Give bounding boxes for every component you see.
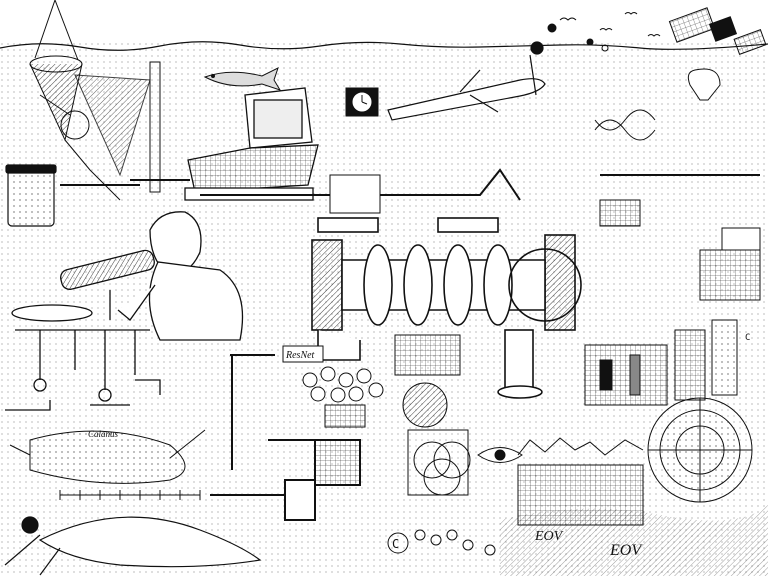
shrimp-icon: [4, 516, 262, 576]
sampling-funnel-icon: [39, 74, 151, 177]
heatmap-panel: [584, 319, 738, 406]
resnet-label: ResNet: [285, 350, 315, 361]
scientist-with-microscope-icon: [60, 211, 244, 341]
eov-label-right: EOV: [609, 542, 643, 559]
resnet-box: ResNet: [282, 345, 324, 363]
seabird-flock-icon: [547, 12, 661, 52]
lower-pipe-network: [210, 354, 361, 521]
lab-rig-icon: [5, 304, 161, 411]
underwater-glider-icon: [387, 41, 546, 121]
symbol-circles: [387, 529, 496, 556]
neural-network-icon: [302, 366, 384, 428]
calanus-copepod-icon: [9, 429, 206, 484]
plankton-net-icon: [29, 0, 121, 201]
circular-dendrogram-icon: [647, 397, 753, 503]
tiny-c-left: C: [392, 537, 399, 551]
ruler-icon: [59, 490, 201, 500]
specimen-jar-icon: [5, 164, 57, 227]
central-machine-icon: [311, 217, 582, 399]
venn-diagram-icon: [407, 429, 471, 496]
laptop-icon: [184, 87, 319, 201]
sea-surface-line: [0, 41, 768, 51]
control-box-icon: [329, 174, 381, 214]
instrument-panel-icon: [599, 199, 761, 301]
upper-pipe-network: [60, 168, 760, 201]
fish-icon: [203, 67, 282, 91]
satellite-icon: [668, 7, 767, 55]
water-column-tube-icon: [130, 61, 190, 193]
dna-helix-icon: [594, 109, 656, 141]
tiny-c-right: C: [745, 333, 750, 343]
lightbulb-icon: [687, 68, 721, 101]
seabed-texture: [500, 505, 768, 576]
diagram-screen-icon: [394, 334, 461, 428]
eye-icon: [477, 447, 523, 463]
clock-instrument-icon: [345, 87, 379, 117]
calanus-label: Calanus: [88, 429, 119, 439]
